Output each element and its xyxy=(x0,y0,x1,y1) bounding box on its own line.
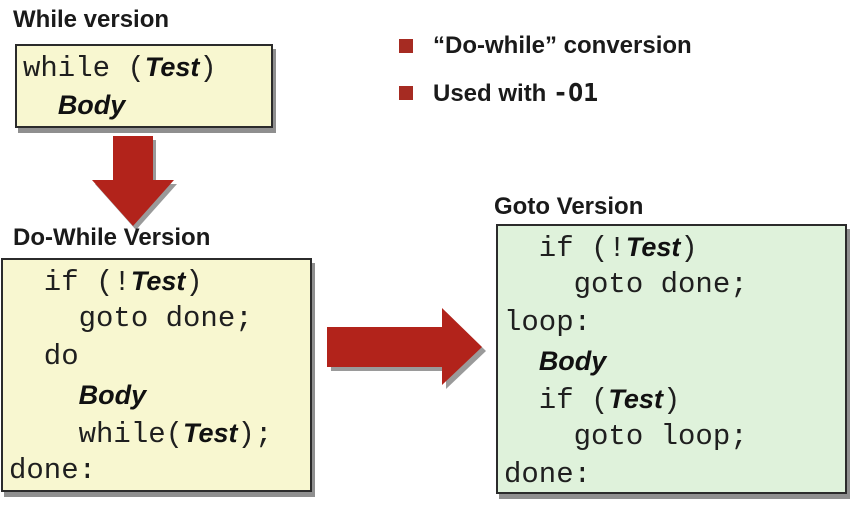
code-term: Test xyxy=(625,232,681,262)
code-line: if (Test) xyxy=(504,380,845,418)
code-text: goto done; xyxy=(9,302,253,335)
goto-code-block: if (!Test) goto done; loop: Body if (Tes… xyxy=(504,228,845,492)
code-line: done: xyxy=(504,456,845,492)
dowhile-code-box: if (!Test) goto done; do Body while(Test… xyxy=(1,258,312,492)
code-text: ) xyxy=(680,232,698,265)
code-line: done: xyxy=(9,452,310,490)
goto-code-box: if (!Test) goto done; loop: Body if (Tes… xyxy=(496,224,847,494)
code-text xyxy=(9,380,79,413)
code-term: Test xyxy=(130,266,186,296)
code-line: Body xyxy=(504,342,845,380)
code-term: Body xyxy=(78,380,147,410)
code-text: goto done; xyxy=(504,268,748,301)
code-term: Body xyxy=(57,90,126,120)
dowhile-version-heading: Do-While Version xyxy=(13,224,211,251)
while-code-box: while (Test) Body xyxy=(15,44,273,128)
bullet-label: Used with -O1 xyxy=(433,78,598,109)
code-line: while (Test) xyxy=(23,48,271,86)
code-text: while( xyxy=(9,418,184,451)
compiler-flag-text: -O1 xyxy=(553,77,599,107)
code-text: goto loop; xyxy=(504,420,748,453)
code-text: if (! xyxy=(9,266,131,299)
bullet-text-part: Used with xyxy=(433,79,554,107)
code-line: goto loop; xyxy=(504,418,845,456)
goto-version-heading: Goto Version xyxy=(494,193,644,220)
right-arrow-icon xyxy=(327,308,486,389)
down-arrow-icon xyxy=(92,136,177,230)
code-line: Body xyxy=(23,86,271,124)
code-term: Test xyxy=(144,52,200,82)
code-line: if (!Test) xyxy=(504,228,845,266)
code-term: Test xyxy=(608,384,663,414)
bullet-label: “Do-while” conversion xyxy=(433,32,692,59)
code-text: done: xyxy=(504,458,592,491)
code-text: while ( xyxy=(23,52,145,85)
while-code-block: while (Test) Body xyxy=(23,48,271,124)
code-line: goto done; xyxy=(9,300,310,338)
code-text: done: xyxy=(9,454,97,487)
code-line: loop: xyxy=(504,304,845,342)
code-text: if (! xyxy=(504,232,626,265)
bullet-item-used-with-o1: Used with -O1 xyxy=(399,78,598,108)
code-text: do xyxy=(9,340,79,373)
code-line: while(Test); xyxy=(9,414,310,452)
code-text xyxy=(504,346,539,379)
code-term: Test xyxy=(183,418,238,448)
dowhile-code-block: if (!Test) goto done; do Body while(Test… xyxy=(9,262,310,490)
code-line: Body xyxy=(9,376,310,414)
code-line: goto done; xyxy=(504,266,845,304)
bullet-item-dowhile-conversion: “Do-while” conversion xyxy=(399,31,692,61)
code-line: do xyxy=(9,338,310,376)
code-term: Body xyxy=(538,346,607,376)
code-text: ) xyxy=(662,384,681,417)
code-text: ) xyxy=(185,266,203,299)
code-line: if (!Test) xyxy=(9,262,310,300)
code-text: if ( xyxy=(504,384,609,417)
code-text xyxy=(23,90,58,123)
bullet-square-icon xyxy=(399,39,413,53)
code-text: ) xyxy=(199,52,217,85)
while-version-heading: While version xyxy=(13,6,170,33)
code-text: loop: xyxy=(504,306,592,339)
code-text: ); xyxy=(237,418,273,451)
bullet-square-icon xyxy=(399,86,413,100)
